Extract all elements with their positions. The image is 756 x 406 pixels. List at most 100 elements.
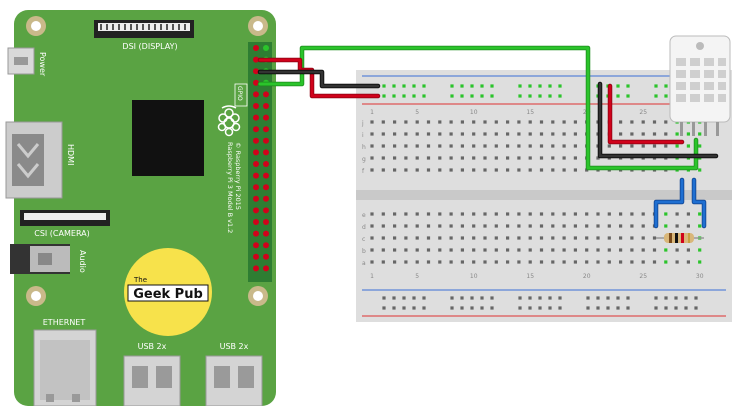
raspberry-pi-board: DSI (DISPLAY) Power HDMI Raspberry Pi 3 … <box>5 10 276 406</box>
breadboard-hole <box>630 236 634 240</box>
gpio-pin <box>263 219 269 225</box>
breadboard-hole <box>494 236 498 240</box>
breadboard-hole <box>517 248 521 252</box>
rail-hole <box>654 84 658 88</box>
gpio-pin <box>263 45 269 51</box>
breadboard-hole <box>460 248 464 252</box>
gpio-pin <box>263 242 269 249</box>
breadboard-hole <box>675 212 679 216</box>
breadboard-hole <box>619 144 623 148</box>
breadboard-hole <box>607 248 611 252</box>
usb-label-1: USB 2x <box>138 342 167 351</box>
rail-hole <box>422 84 426 88</box>
breadboard-hole <box>539 224 544 228</box>
row-label: f <box>362 168 365 175</box>
gpio-pin <box>253 207 259 214</box>
breadboard-hole <box>494 156 498 160</box>
breadboard-hole <box>641 120 645 124</box>
breadboard-hole <box>460 120 464 124</box>
rail-hole <box>694 306 698 310</box>
breadboard-hole <box>596 156 600 160</box>
breadboard-hole <box>415 248 419 252</box>
row-label: h <box>362 144 366 151</box>
breadboard-hole <box>494 120 498 124</box>
breadboard-hole <box>506 144 510 148</box>
breadboard-hole <box>438 212 442 216</box>
breadboard-hole <box>562 260 566 264</box>
gpio-pin <box>253 242 259 249</box>
ethernet-port <box>33 329 97 406</box>
breadboard-hole <box>494 168 498 172</box>
rail-hole <box>490 306 494 310</box>
breadboard-hole <box>381 260 385 264</box>
pi-pcb <box>14 10 276 406</box>
breadboard-hole <box>426 248 431 252</box>
breadboard-hole <box>528 236 532 240</box>
breadboard-hole <box>686 248 690 252</box>
rail-hole <box>490 84 494 88</box>
rail-hole <box>412 94 416 98</box>
breadboard-hole <box>585 260 589 264</box>
gpio-pin <box>253 172 259 179</box>
breadboard-hole <box>686 260 690 264</box>
breadboard-hole <box>426 132 431 136</box>
breadboard-hole <box>494 132 498 136</box>
breadboard-hole <box>426 120 431 124</box>
model-text: Raspberry Pi 3 Model B v1.2 <box>226 142 234 233</box>
rail-hole <box>392 306 396 310</box>
breadboard-hole <box>517 156 521 160</box>
rail-hole <box>606 306 610 310</box>
breadboard-hole <box>539 132 544 136</box>
breadboard-hole <box>652 144 657 148</box>
gpio-pin <box>253 161 259 167</box>
rail-hole <box>538 84 542 88</box>
rail-hole <box>460 84 464 88</box>
gpio-pin <box>263 126 269 133</box>
gpio-pin <box>263 253 269 260</box>
rail-hole <box>422 306 426 310</box>
raspberry-logo-icon <box>217 105 241 137</box>
breadboard-hole <box>472 156 476 160</box>
breadboard-hole <box>426 212 431 216</box>
breadboard-hole <box>370 120 374 124</box>
rail-hole <box>586 306 590 310</box>
breadboard-hole <box>539 212 544 216</box>
breadboard-hole <box>393 168 397 172</box>
breadboard-hole <box>630 212 634 216</box>
rail-hole <box>490 94 494 98</box>
breadboard-hole <box>551 224 555 228</box>
breadboard-hole <box>698 168 702 172</box>
gpio-pin <box>253 195 259 202</box>
rail-hole <box>558 306 562 310</box>
csi-connector <box>20 210 110 226</box>
breadboard-hole <box>438 144 442 148</box>
breadboard-hole <box>404 132 408 136</box>
breadboard-hole <box>517 260 521 264</box>
mounting-holes <box>26 16 268 306</box>
breadboard-hole <box>426 156 431 160</box>
breadboard-hole <box>585 224 589 228</box>
breadboard-hole <box>551 168 555 172</box>
breadboard-hole <box>370 144 374 148</box>
breadboard-hole <box>483 120 487 124</box>
breadboard-hole <box>517 224 521 228</box>
breadboard-hole <box>675 144 679 148</box>
breadboard-hole <box>551 120 555 124</box>
breadboard-hole <box>449 248 453 252</box>
breadboard-hole <box>562 248 566 252</box>
breadboard-hole <box>449 156 453 160</box>
rail-hole <box>548 94 552 98</box>
rail-hole <box>392 94 396 98</box>
breadboard-hole <box>404 212 408 216</box>
breadboard-hole <box>494 224 498 228</box>
rail-hole <box>518 296 522 300</box>
breadboard-hole <box>619 260 623 264</box>
rail-hole <box>460 94 464 98</box>
gpio-pin <box>263 137 269 144</box>
breadboard-hole <box>381 248 385 252</box>
breadboard-hole <box>449 236 453 240</box>
gpio-pin <box>263 91 269 98</box>
rail-hole <box>470 296 474 300</box>
breadboard-hole <box>517 132 521 136</box>
breadboard-hole <box>472 132 476 136</box>
